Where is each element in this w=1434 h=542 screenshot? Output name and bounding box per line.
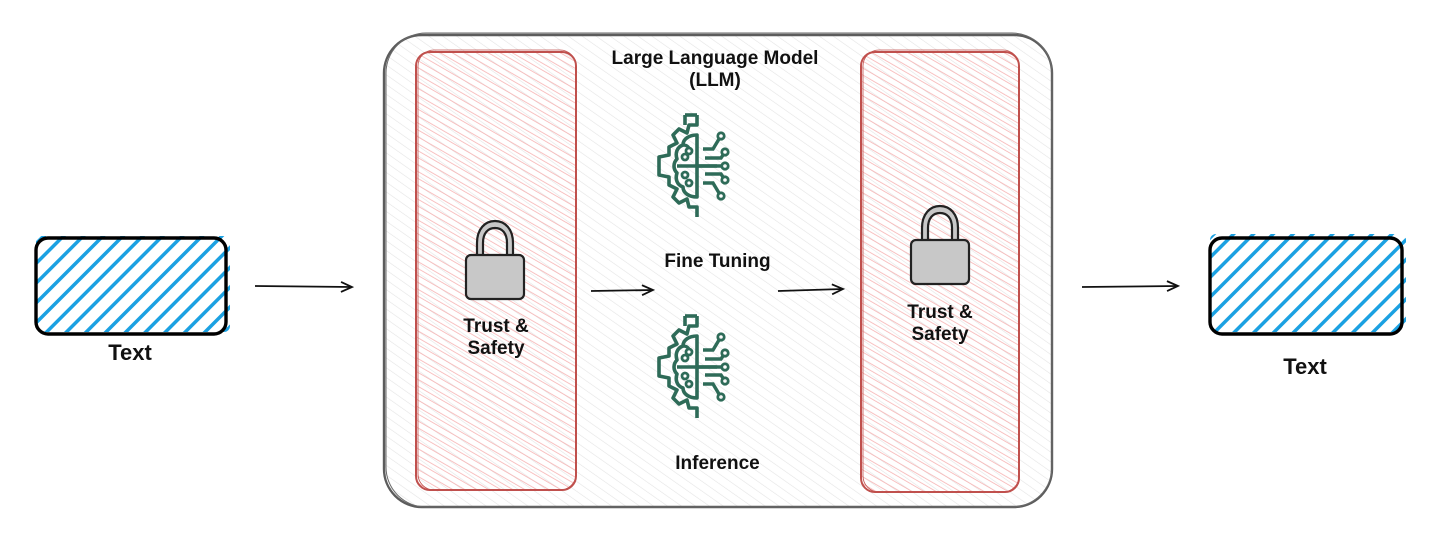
output-text-box [1208, 234, 1406, 336]
input-label: Text [108, 340, 152, 365]
guardrail-in-label-line1: Trust & [463, 316, 529, 337]
guardrail-out-label-line2: Safety [911, 323, 969, 345]
llm-title-line2: (LLM) [689, 69, 741, 91]
arrow-guardrail-to-output [1081, 286, 1178, 287]
arrow-guardrail-to-llm [590, 290, 653, 291]
stage-label-inference: Inference [675, 453, 760, 474]
llm-title: Large Language Model (LLM) [580, 48, 850, 92]
arrow-llm-to-guardrail [777, 289, 843, 291]
input-text-box [34, 236, 230, 336]
llm-title-line1: Large Language Model [611, 48, 819, 69]
guardrail-out-label-line1: Trust & [907, 302, 973, 323]
guardrail-out-label: Trust & Safety [880, 302, 1000, 346]
guardrail-in-label-line2: Safety [467, 337, 525, 359]
stage-label-fine-tuning: Fine Tuning [664, 251, 771, 272]
arrow-input-to-guardrail [254, 286, 352, 287]
output-label: Text [1283, 354, 1327, 379]
guardrail-in-label: Trust & Safety [436, 316, 556, 360]
